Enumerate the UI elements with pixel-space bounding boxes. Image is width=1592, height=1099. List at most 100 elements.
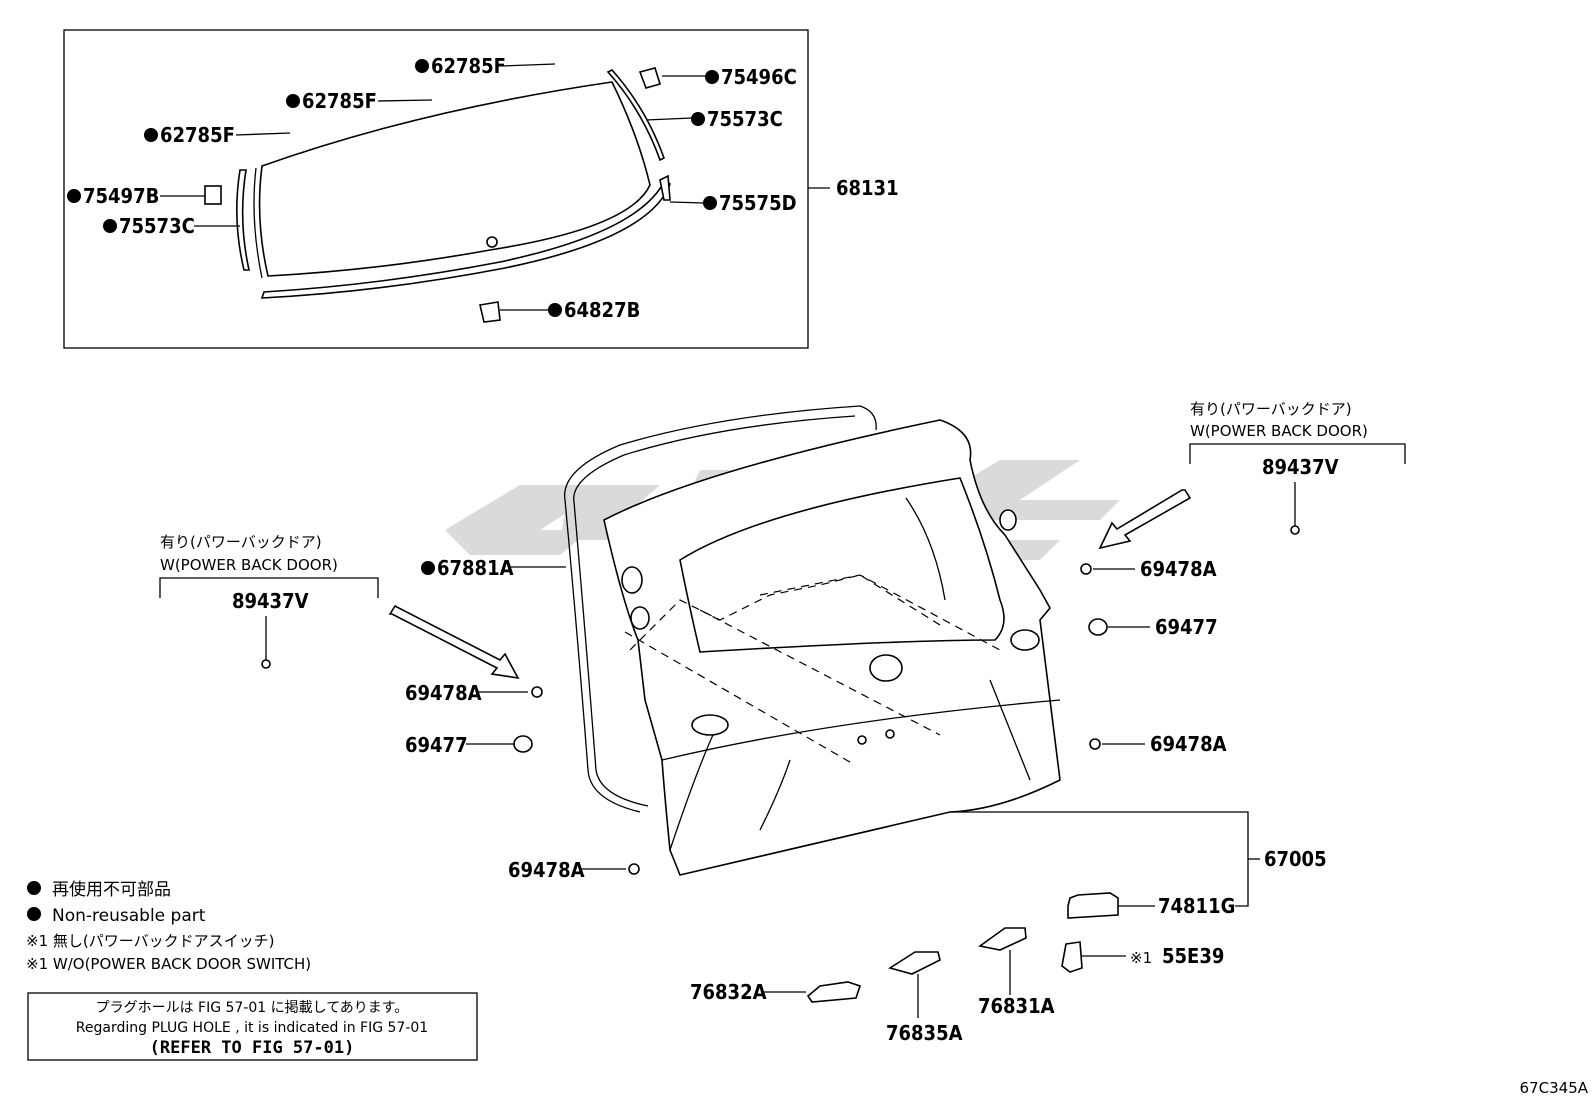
power-door-bracket (159, 577, 379, 598)
sensor-89437v-left (261, 659, 271, 669)
label-89437v-right: 89437V (1262, 455, 1339, 479)
door-labels: 67881A 69478A 69477 69478A 69477 69478A … (405, 556, 1327, 1045)
weatherstrip-inner (573, 415, 856, 807)
back-door (564, 405, 1061, 876)
back-door-lower-edge (661, 699, 1061, 761)
dashed-guide (759, 574, 1001, 651)
cushion-69478a-bottom (628, 863, 640, 875)
power-door-note-right: 有り(パワーバックドア) W(POWER BACK DOOR) 89437V (1098, 400, 1406, 550)
label-69477-left: 69477 (405, 733, 468, 757)
part-75497B-clip (204, 185, 222, 205)
part-75496C-clip (638, 67, 662, 89)
leader-75573c-right (645, 117, 693, 121)
legend-note-en: ※1 W/O(POWER BACK DOOR SWITCH) (26, 955, 311, 973)
non-reusable-dot (286, 94, 300, 108)
label-64827b: 64827B (564, 298, 640, 322)
molding-right-upper (606, 69, 665, 162)
leader-62785f-3 (235, 132, 291, 136)
inner-panel-hole (999, 509, 1017, 531)
label-69478a-right-lower: 69478A (1150, 732, 1227, 756)
back-door-glass (258, 81, 651, 277)
non-reusable-dot (705, 70, 719, 84)
legend: 再使用不可部品 Non-reusable part ※1 無し(パワーバックドア… (26, 879, 311, 973)
inner-panel-hole (691, 714, 729, 736)
leader-62785f-1 (501, 63, 556, 67)
label-76835a: 76835A (886, 1021, 963, 1045)
label-switch-note-mark: ※1 (1130, 949, 1152, 967)
back-door-window-rail (905, 497, 946, 601)
glass-hole (486, 236, 498, 248)
emblem-mount (869, 654, 903, 682)
reference-fig: (REFER TO FIG 57-01) (150, 1038, 355, 1058)
leader-62785f-2 (377, 99, 433, 102)
label-75573c-right: 75573C (707, 107, 783, 131)
glass-assembly-box (63, 29, 809, 349)
dashed-guide (629, 574, 941, 651)
label-62785f-1: 62785F (431, 54, 506, 78)
molding-left (236, 169, 250, 271)
handle-74811g (1067, 892, 1119, 919)
power-door-note-en: W(POWER BACK DOOR) (160, 556, 338, 574)
power-door-note-left: 有り(パワーバックドア) W(POWER BACK DOOR) 89437V (159, 533, 520, 680)
non-reusable-dot (421, 561, 435, 575)
legend-dot (27, 881, 41, 895)
non-reusable-dot (691, 112, 705, 126)
part-64827B-clip (479, 301, 501, 323)
label-89437v-left: 89437V (232, 589, 309, 613)
reference-box-frame (27, 992, 478, 1061)
reference-box: プラグホールは FIG 57-01 に掲載してあります。 Regarding P… (27, 992, 478, 1061)
inner-panel-hole (630, 606, 650, 630)
label-62785f-2: 62785F (302, 89, 377, 113)
non-reusable-dot (144, 128, 158, 142)
label-75573c-left: 75573C (119, 214, 195, 238)
screw-hole (885, 729, 895, 739)
label-76832a: 76832A (690, 980, 767, 1004)
screw-hole (857, 735, 867, 745)
legend-dot-en: Non-reusable part (52, 906, 206, 926)
sensor-89437v-right (1290, 525, 1300, 535)
non-reusable-dot (415, 59, 429, 73)
label-75575d: 75575D (719, 191, 797, 215)
label-69478a-right: 69478A (1140, 557, 1217, 581)
label-62785f-3: 62785F (160, 123, 235, 147)
label-68131: 68131 (836, 176, 899, 200)
arrow-right (1098, 489, 1192, 550)
reference-jp: プラグホールは FIG 57-01 に掲載してあります。 (96, 1000, 409, 1016)
label-67005: 67005 (1264, 847, 1327, 871)
lamp-76835a (888, 951, 941, 975)
weatherstrip-outer (564, 405, 877, 813)
label-69478a-left: 69478A (405, 681, 482, 705)
lamp-76832a (806, 981, 862, 1003)
legend-dot (27, 907, 41, 921)
molding-lower (260, 178, 671, 299)
non-reusable-dot (103, 219, 117, 233)
cushion-69477-left (513, 735, 533, 753)
switch-55e39 (1061, 941, 1083, 973)
non-reusable-dot (703, 196, 717, 210)
inner-panel-hole (621, 566, 643, 594)
non-reusable-dot (548, 303, 562, 317)
back-door-side-crease-right (989, 679, 1031, 781)
glass-left-edge (253, 167, 263, 279)
label-74811g: 74811G (1158, 894, 1235, 918)
inner-panel-hole (1010, 629, 1040, 651)
label-67881a: 67881A (437, 556, 514, 580)
dashed-guide (624, 631, 856, 766)
cushion-69477-right (1088, 618, 1108, 636)
power-door-bracket-right (1189, 443, 1406, 464)
label-55e39: 55E39 (1162, 944, 1224, 968)
leader-67005-bracket (950, 811, 1249, 907)
label-76831a: 76831A (978, 994, 1055, 1018)
legend-dot-jp: 再使用不可部品 (52, 879, 171, 900)
power-door-note-jp: 有り(パワーバックドア) (160, 533, 322, 551)
lamp-76831a (978, 927, 1027, 951)
power-door-note-en-right: W(POWER BACK DOOR) (1190, 422, 1368, 440)
dashed-guide (699, 609, 941, 736)
non-reusable-dot (67, 189, 81, 203)
cushion-69478a-left (531, 686, 543, 698)
cushion-69478a-right-lower (1089, 738, 1101, 750)
leader-75575d (669, 201, 705, 204)
back-door-crease (759, 759, 791, 831)
label-69477-right: 69477 (1155, 615, 1218, 639)
